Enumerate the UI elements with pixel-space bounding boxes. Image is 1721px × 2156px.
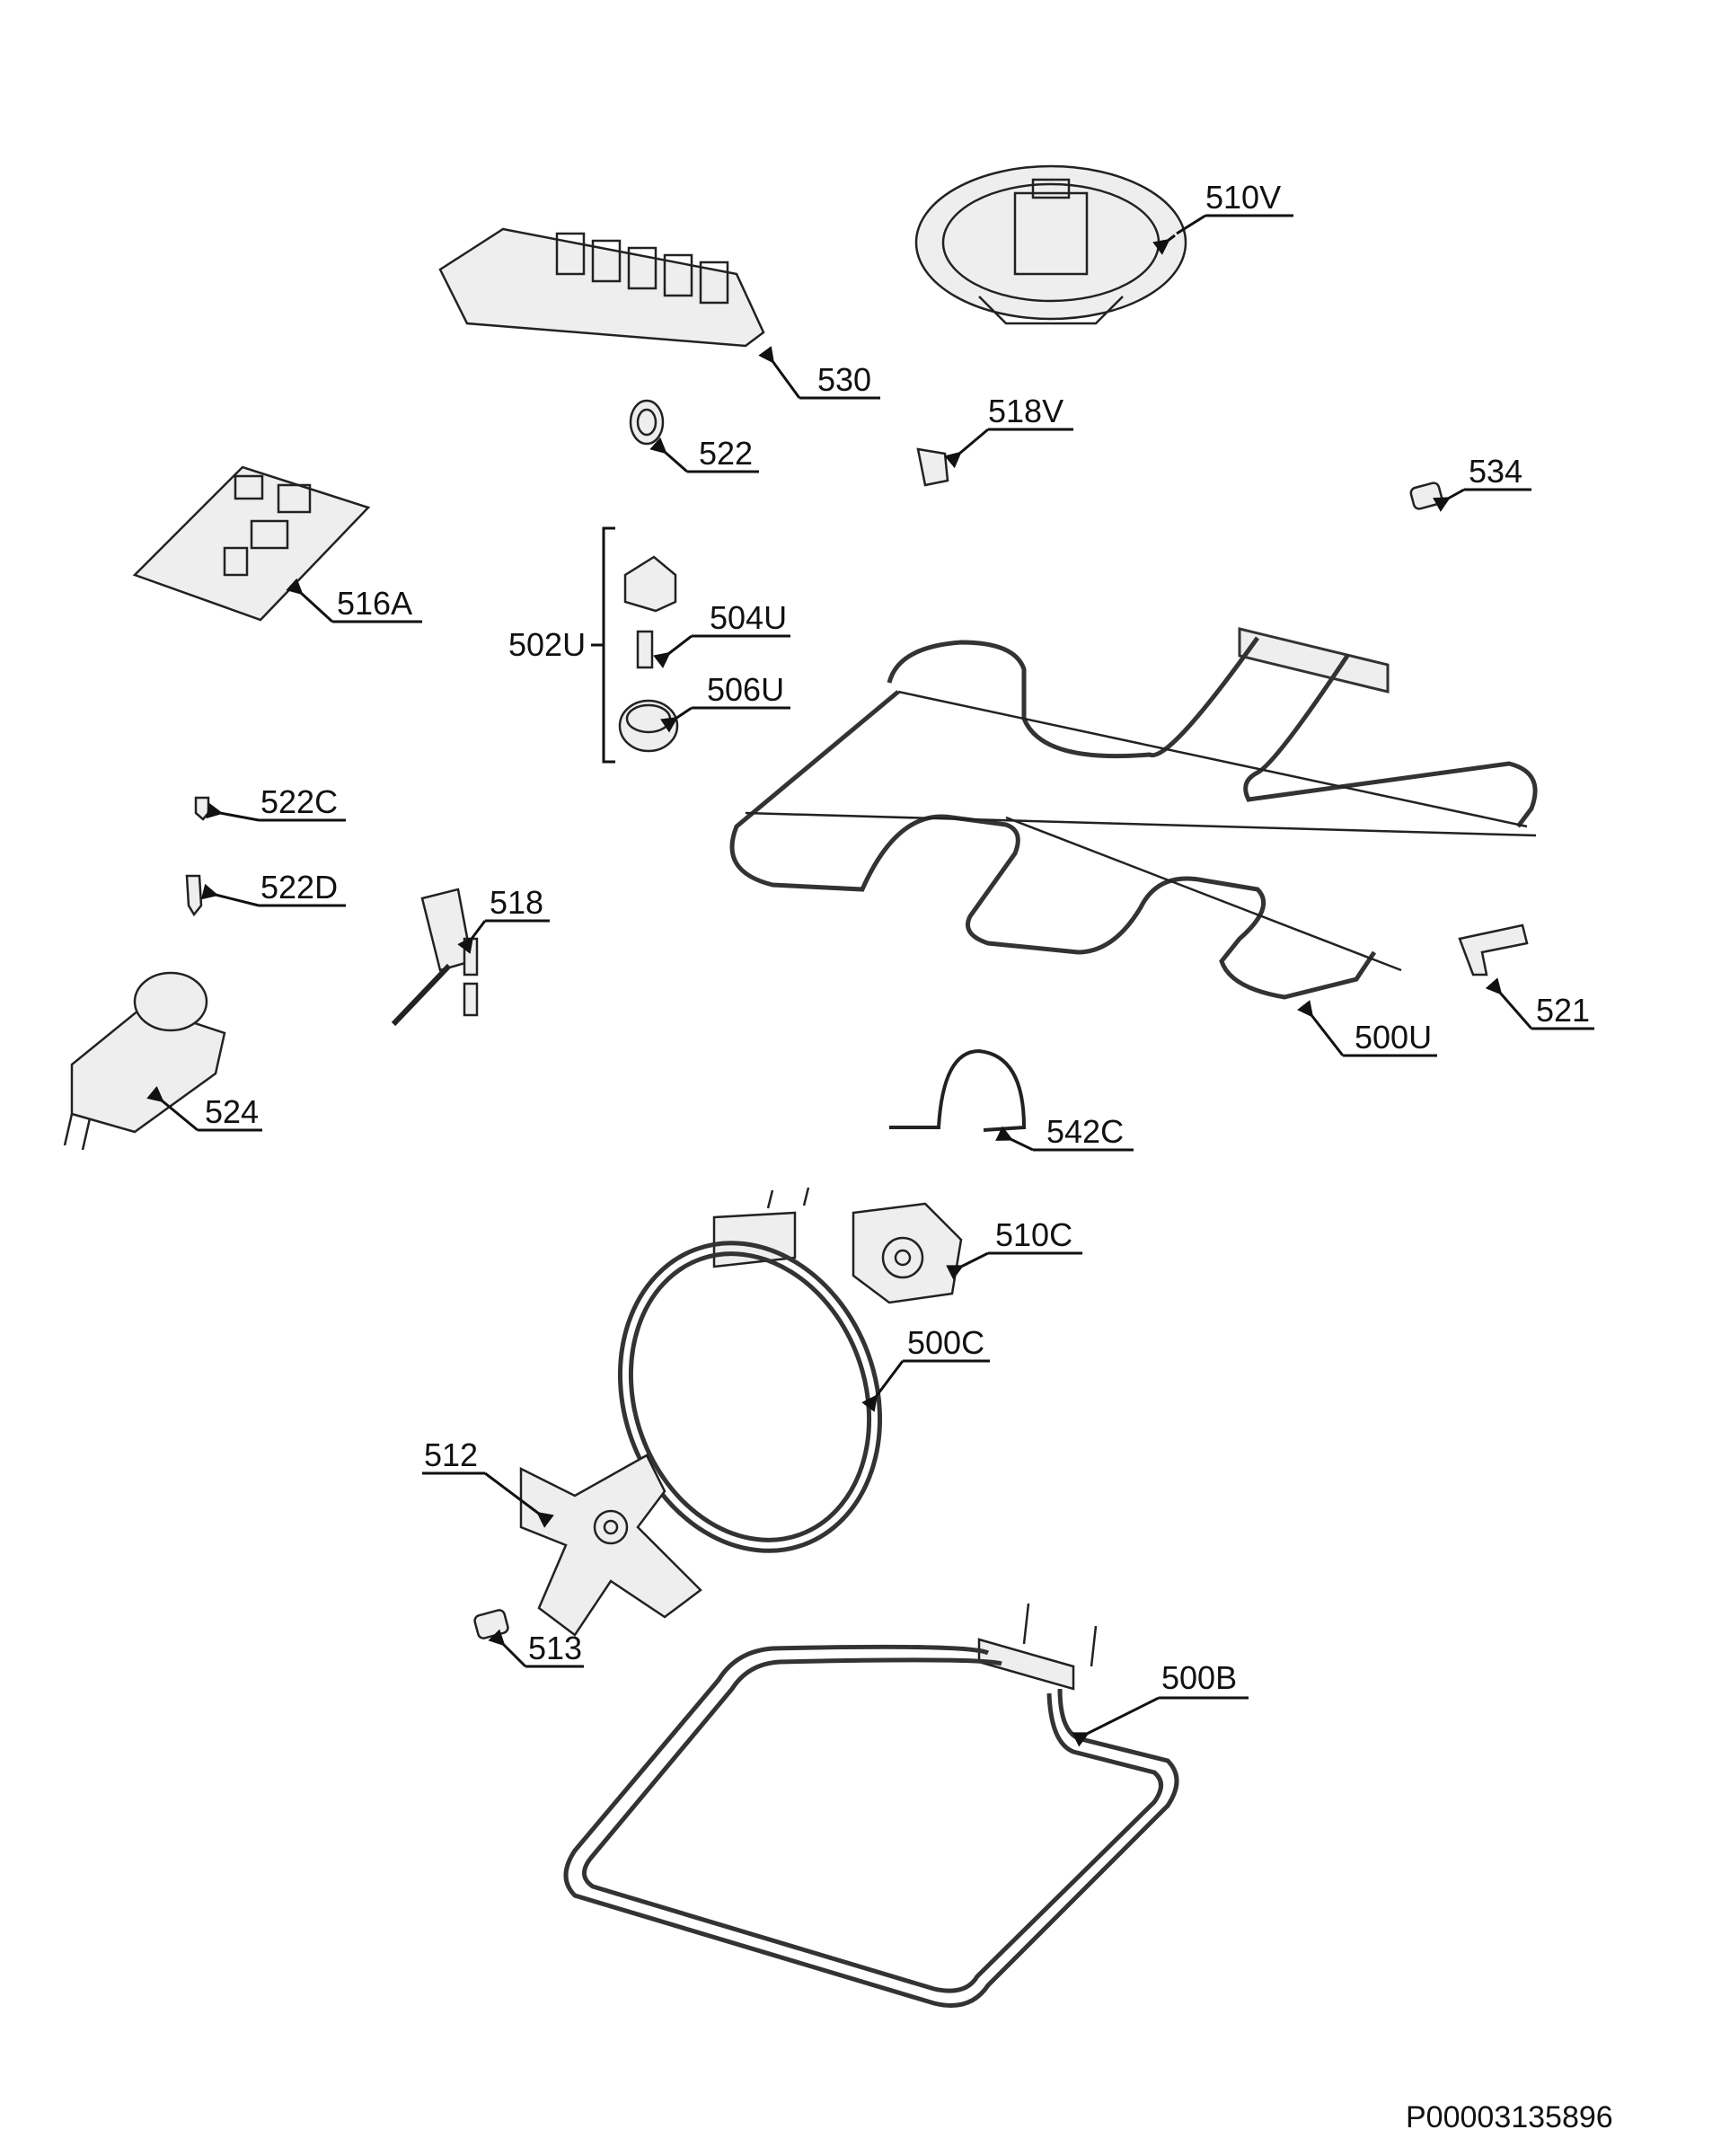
- callout-510v: 510V: [1152, 179, 1293, 255]
- part-542c-wire-clip-drawing: [889, 1048, 1027, 1132]
- part-512-fan-blade-drawing: [519, 1454, 702, 1637]
- part-502u-lamp-assembly-drawing: [602, 526, 679, 764]
- part-521-bracket-drawing: [1458, 923, 1529, 976]
- callout-500u: 500U: [1297, 1000, 1437, 1057]
- label-524: 524: [205, 1093, 259, 1130]
- callout-542c: 542C: [995, 1113, 1134, 1152]
- label-518v: 518V: [988, 393, 1063, 429]
- part-516a-control-board-drawing: [132, 465, 371, 622]
- label-504u: 504U: [710, 599, 787, 636]
- callout-518v: 518V: [944, 393, 1073, 469]
- label-542c: 542C: [1046, 1113, 1124, 1150]
- label-512: 512: [424, 1436, 478, 1473]
- label-510c: 510C: [995, 1216, 1072, 1253]
- label-522c: 522C: [260, 783, 338, 820]
- document-id: P00003135896: [1406, 2100, 1613, 2134]
- label-500u: 500U: [1355, 1019, 1432, 1056]
- part-534-cap-drawing: [1409, 482, 1443, 510]
- callout-502u: 502U: [508, 626, 604, 663]
- part-513-nut-drawing: [473, 1609, 509, 1639]
- callout-513: 513: [488, 1629, 584, 1668]
- part-510v-fan-motor-drawing: [914, 164, 1187, 325]
- label-500c: 500C: [907, 1324, 984, 1361]
- callout-506u: 506U: [660, 671, 790, 733]
- callout-500c: 500C: [861, 1324, 990, 1412]
- label-500b: 500B: [1161, 1659, 1237, 1696]
- part-518-temperature-sensor-drawing: [391, 888, 479, 1027]
- callout-522c: 522C: [206, 783, 346, 822]
- part-500u-upper-heating-element-drawing: [729, 627, 1538, 1000]
- callout-534: 534: [1433, 453, 1531, 512]
- callout-518: 518: [457, 884, 550, 954]
- part-500b-lower-heating-element-drawing: [563, 1603, 1179, 2008]
- label-534: 534: [1469, 453, 1522, 490]
- callout-500b: 500B: [1072, 1659, 1249, 1747]
- callout-512: 512: [422, 1436, 554, 1528]
- label-516a: 516A: [337, 585, 412, 622]
- callout-510c: 510C: [946, 1216, 1082, 1280]
- label-530: 530: [817, 361, 871, 398]
- label-502u: 502U: [508, 626, 586, 663]
- callout-522d: 522D: [200, 869, 346, 907]
- callout-530: 530: [758, 346, 880, 400]
- label-510v: 510V: [1205, 179, 1281, 216]
- part-524-door-lock-drawing: [63, 971, 226, 1151]
- part-522-lamp-clip-drawing: [629, 399, 665, 446]
- part-522c-screw-drawing: [194, 796, 210, 821]
- label-522: 522: [699, 435, 753, 472]
- callout-522: 522: [649, 435, 759, 473]
- part-510c-fan-motor-drawing: [852, 1202, 963, 1304]
- callout-521: 521: [1485, 977, 1594, 1030]
- label-522d: 522D: [260, 869, 338, 906]
- label-518: 518: [490, 884, 543, 921]
- label-521: 521: [1536, 992, 1590, 1029]
- label-513: 513: [528, 1630, 582, 1666]
- callout-524: 524: [146, 1085, 262, 1132]
- callout-516a: 516A: [286, 578, 422, 623]
- part-518v-thermostat-drawing: [916, 447, 949, 487]
- part-522d-screw-drawing: [185, 874, 203, 917]
- callout-504u: 504U: [653, 599, 790, 668]
- part-530-terminal-block-drawing: [438, 227, 765, 348]
- label-506u: 506U: [707, 671, 784, 708]
- part-500c-circular-heating-element-drawing: [617, 1187, 883, 1553]
